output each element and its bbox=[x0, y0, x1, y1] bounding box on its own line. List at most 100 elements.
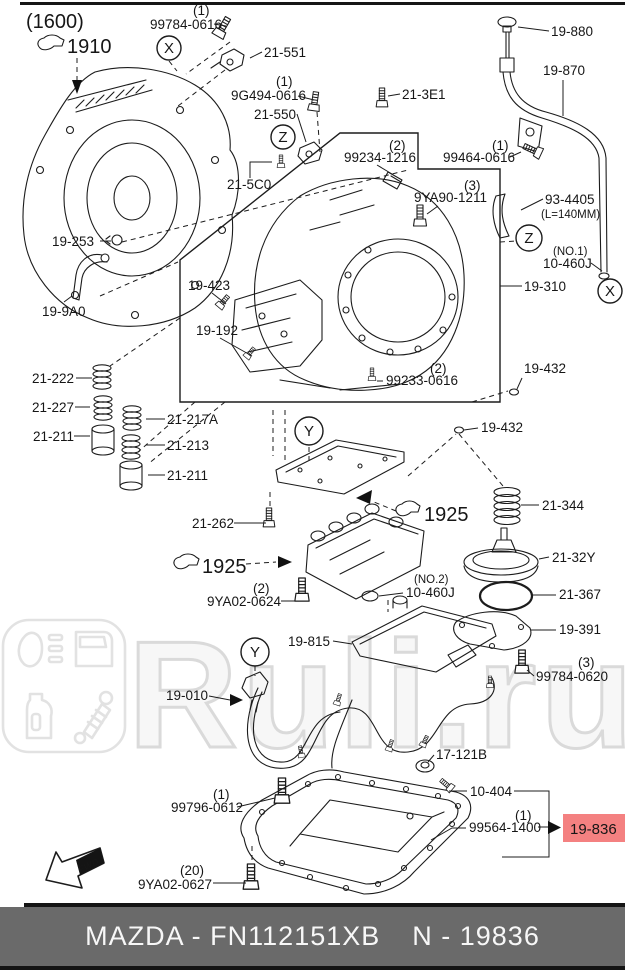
ref-letter: X bbox=[164, 40, 174, 57]
part-label-99564-1400: 99564-1400 bbox=[469, 820, 541, 835]
watermark-panel-frame bbox=[1, 618, 127, 754]
part-label-93-4405: 93-4405 bbox=[545, 192, 595, 207]
part-label-9YA02-0624: 9YA02-0624 bbox=[207, 594, 282, 609]
part-label-99464-0616: 99464-0616 bbox=[443, 150, 515, 165]
clip-icon-1910 bbox=[37, 34, 65, 51]
part-label-99784-0616: 99784-0616 bbox=[150, 17, 222, 32]
qty-9YA02-0624: (2) bbox=[253, 581, 270, 596]
clip-icon-1925a bbox=[395, 500, 421, 517]
part-label-19-192: 19-192 bbox=[196, 323, 238, 338]
part-label-99796-0612: 99796-0612 bbox=[171, 800, 243, 815]
part-label-19-815: 19-815 bbox=[288, 634, 330, 649]
case-boundary-box bbox=[179, 132, 501, 403]
part-label-1925-a: 1925 bbox=[424, 504, 469, 526]
part-label-1925-b: 1925 bbox=[202, 556, 247, 578]
ref-circle-z2: Z bbox=[515, 224, 543, 252]
qty-99784-0620: (3) bbox=[578, 655, 595, 670]
oil-strainer-drawing bbox=[351, 590, 497, 673]
part-label-19-010: 19-010 bbox=[166, 688, 208, 703]
part-label-21-222: 21-222 bbox=[32, 371, 74, 386]
ref-circle-x2: X bbox=[597, 278, 623, 304]
part-label-19-423: 19-423 bbox=[188, 278, 230, 293]
arrowheads bbox=[72, 80, 561, 834]
qty-99784-0616: (1) bbox=[193, 3, 210, 18]
watermark-text: Ruli.ru bbox=[126, 609, 625, 782]
part-label-21-262: 21-262 bbox=[192, 516, 234, 531]
valve-body-drawing bbox=[275, 439, 425, 600]
part-label-21-211-b: 21-211 bbox=[167, 468, 208, 483]
transmission-case-drawing bbox=[231, 177, 465, 391]
clip-icon-1925b bbox=[173, 553, 200, 570]
part-label-17-121B: 17-121B bbox=[436, 747, 487, 762]
footer-rule bbox=[24, 903, 625, 907]
footer-bar: MAZDA - FN112151XB N - 19836 bbox=[0, 907, 625, 966]
ref-circle-y2: Y bbox=[240, 637, 270, 667]
part-label-21-550: 21-550 bbox=[254, 107, 296, 122]
part-label-21-344: 21-344 bbox=[542, 498, 585, 513]
fwd-arrow: FWD bbox=[45, 847, 105, 889]
ref-letter: Z bbox=[524, 230, 533, 247]
part-label-9YA02-0627: 9YA02-0627 bbox=[138, 877, 212, 892]
footer-catalog-code: MAZDA - FN112151XB bbox=[85, 921, 381, 951]
part-label-19-836: 19-836 bbox=[570, 821, 617, 838]
part-label-1910: 1910 bbox=[67, 36, 112, 58]
part-label-21-32Y: 21-32Y bbox=[552, 550, 596, 565]
variant-note: (1600) bbox=[26, 11, 84, 33]
part-label-9YA90-1211: 9YA90-1211 bbox=[414, 190, 487, 205]
dashed-construction-lines bbox=[76, 41, 517, 860]
part-label-19-391: 19-391 bbox=[559, 622, 601, 637]
part-label-19-432-a: 19-432 bbox=[524, 361, 566, 376]
note-10-460J-no2: (NO.2) bbox=[414, 574, 449, 586]
part-label-21-367: 21-367 bbox=[559, 587, 601, 602]
part-label-19-310: 19-310 bbox=[524, 279, 566, 294]
leader-lines bbox=[63, 23, 603, 884]
qty-9G494-0616: (1) bbox=[276, 74, 293, 89]
footer-part-number: N - 19836 bbox=[412, 921, 540, 951]
ref-letter: Z bbox=[278, 129, 287, 146]
part-label-19-870: 19-870 bbox=[543, 63, 585, 78]
part-labels: (1600) 1910 (1) 99784-0616 21-551 (1) 9G… bbox=[26, 3, 608, 892]
ref-circle-z1: Z bbox=[270, 124, 296, 150]
part-label-10-404: 10-404 bbox=[470, 784, 513, 799]
top-rule bbox=[20, 2, 625, 5]
note-93-4405: (L=140MM) bbox=[541, 209, 600, 221]
part-label-21-227: 21-227 bbox=[32, 400, 74, 415]
part-label-10-460J-a: 10-460J bbox=[543, 256, 592, 271]
part-label-21-217A: 21-217A bbox=[167, 412, 218, 427]
part-label-21-3E1: 21-3E1 bbox=[402, 87, 446, 102]
watermark-icon-panel bbox=[1, 618, 127, 754]
qty-99464-0616: (1) bbox=[492, 138, 509, 153]
part-label-10-460J-b: 10-460J bbox=[406, 585, 455, 600]
footer-bottom-strip bbox=[0, 966, 625, 970]
part-label-21-211-a: 21-211 bbox=[33, 429, 74, 444]
highlighted-part-callout: 19-836 bbox=[563, 814, 625, 842]
ref-letter: X bbox=[605, 283, 615, 300]
part-label-19-880: 19-880 bbox=[551, 24, 593, 39]
wiring-harness-drawing bbox=[241, 644, 495, 769]
part-label-21-551: 21-551 bbox=[264, 45, 306, 60]
part-label-99784-0620: 99784-0620 bbox=[536, 669, 608, 684]
qty-9YA02-0627: (20) bbox=[180, 863, 204, 878]
qty-9YA90-1211: (3) bbox=[464, 178, 481, 193]
qty-99564-1400: (1) bbox=[515, 808, 532, 823]
ref-circle-y1: Y bbox=[294, 416, 324, 446]
qty-99234-1216: (2) bbox=[389, 138, 406, 153]
part-label-99233-0616: 99233-0616 bbox=[386, 373, 458, 388]
headlight-icon bbox=[17, 631, 64, 668]
car-door-icon bbox=[74, 630, 114, 668]
shock-absorber-icon bbox=[73, 690, 114, 745]
dipstick-and-tube-drawing bbox=[492, 16, 610, 280]
oil-pan-drawing bbox=[240, 769, 472, 895]
qty-99796-0612: (1) bbox=[213, 787, 230, 802]
ref-letter: Y bbox=[304, 423, 314, 440]
small-parts-drawing bbox=[72, 48, 539, 773]
part-label-9G494-0616: 9G494-0616 bbox=[231, 88, 306, 103]
part-label-99234-1216: 99234-1216 bbox=[344, 150, 416, 165]
part-label-19-432-b: 19-432 bbox=[481, 420, 523, 435]
part-label-21-213: 21-213 bbox=[167, 438, 209, 453]
part-label-19-253: 19-253 bbox=[52, 234, 94, 249]
qty-99233-0616: (2) bbox=[430, 361, 447, 376]
note-10-460J-no1: (NO.1) bbox=[553, 246, 588, 258]
